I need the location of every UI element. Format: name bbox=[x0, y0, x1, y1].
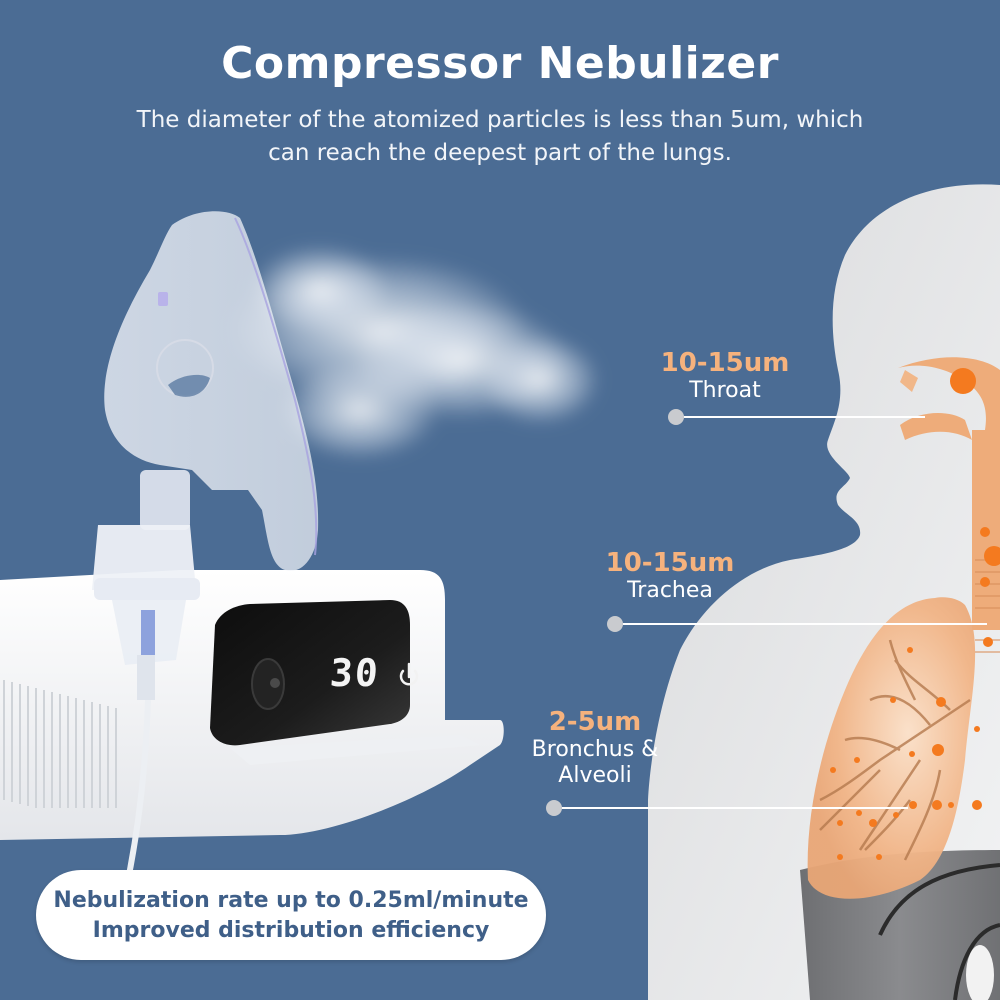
particle-size-trachea: 10-15um bbox=[605, 548, 735, 578]
region-bronchus-line2: Alveoli bbox=[558, 763, 632, 788]
particles bbox=[830, 368, 1000, 860]
region-trachea: Trachea bbox=[627, 578, 713, 603]
nebulizer-device bbox=[0, 570, 504, 840]
subtitle-line-1: The diameter of the atomized particles i… bbox=[136, 107, 864, 133]
mist-cloud bbox=[230, 245, 600, 460]
callout-trachea: 10-15um Trachea bbox=[595, 548, 745, 604]
region-bronchus-line1: Bronchus & bbox=[531, 737, 659, 762]
particle-size-bronchus: 2-5um bbox=[548, 707, 642, 737]
power-icon[interactable] bbox=[399, 662, 419, 686]
subtitle-line-2: can reach the deepest part of the lungs. bbox=[268, 140, 732, 166]
callout-throat: 10-15um Throat bbox=[650, 348, 800, 404]
callout-lines bbox=[546, 409, 987, 816]
face-mask bbox=[104, 211, 319, 571]
callout-bronchus: 2-5um Bronchus & Alveoli bbox=[515, 707, 675, 789]
page-title: Compressor Nebulizer bbox=[221, 38, 779, 89]
region-throat: Throat bbox=[689, 378, 761, 403]
particle-size-throat: 10-15um bbox=[660, 348, 790, 378]
nebulizer-cup bbox=[92, 470, 200, 700]
feature-line-1: Nebulization rate up to 0.25ml/minute bbox=[53, 888, 529, 913]
feature-line-2: Improved distribution efficiency bbox=[92, 918, 490, 943]
timer-display: 30 bbox=[328, 651, 382, 695]
air-outlet bbox=[251, 658, 285, 710]
feature-pill: Nebulization rate up to 0.25ml/minute Im… bbox=[36, 870, 546, 960]
control-panel bbox=[210, 600, 410, 746]
lung bbox=[807, 597, 976, 899]
tube bbox=[125, 699, 151, 881]
page-subtitle: The diameter of the atomized particles i… bbox=[100, 104, 900, 170]
